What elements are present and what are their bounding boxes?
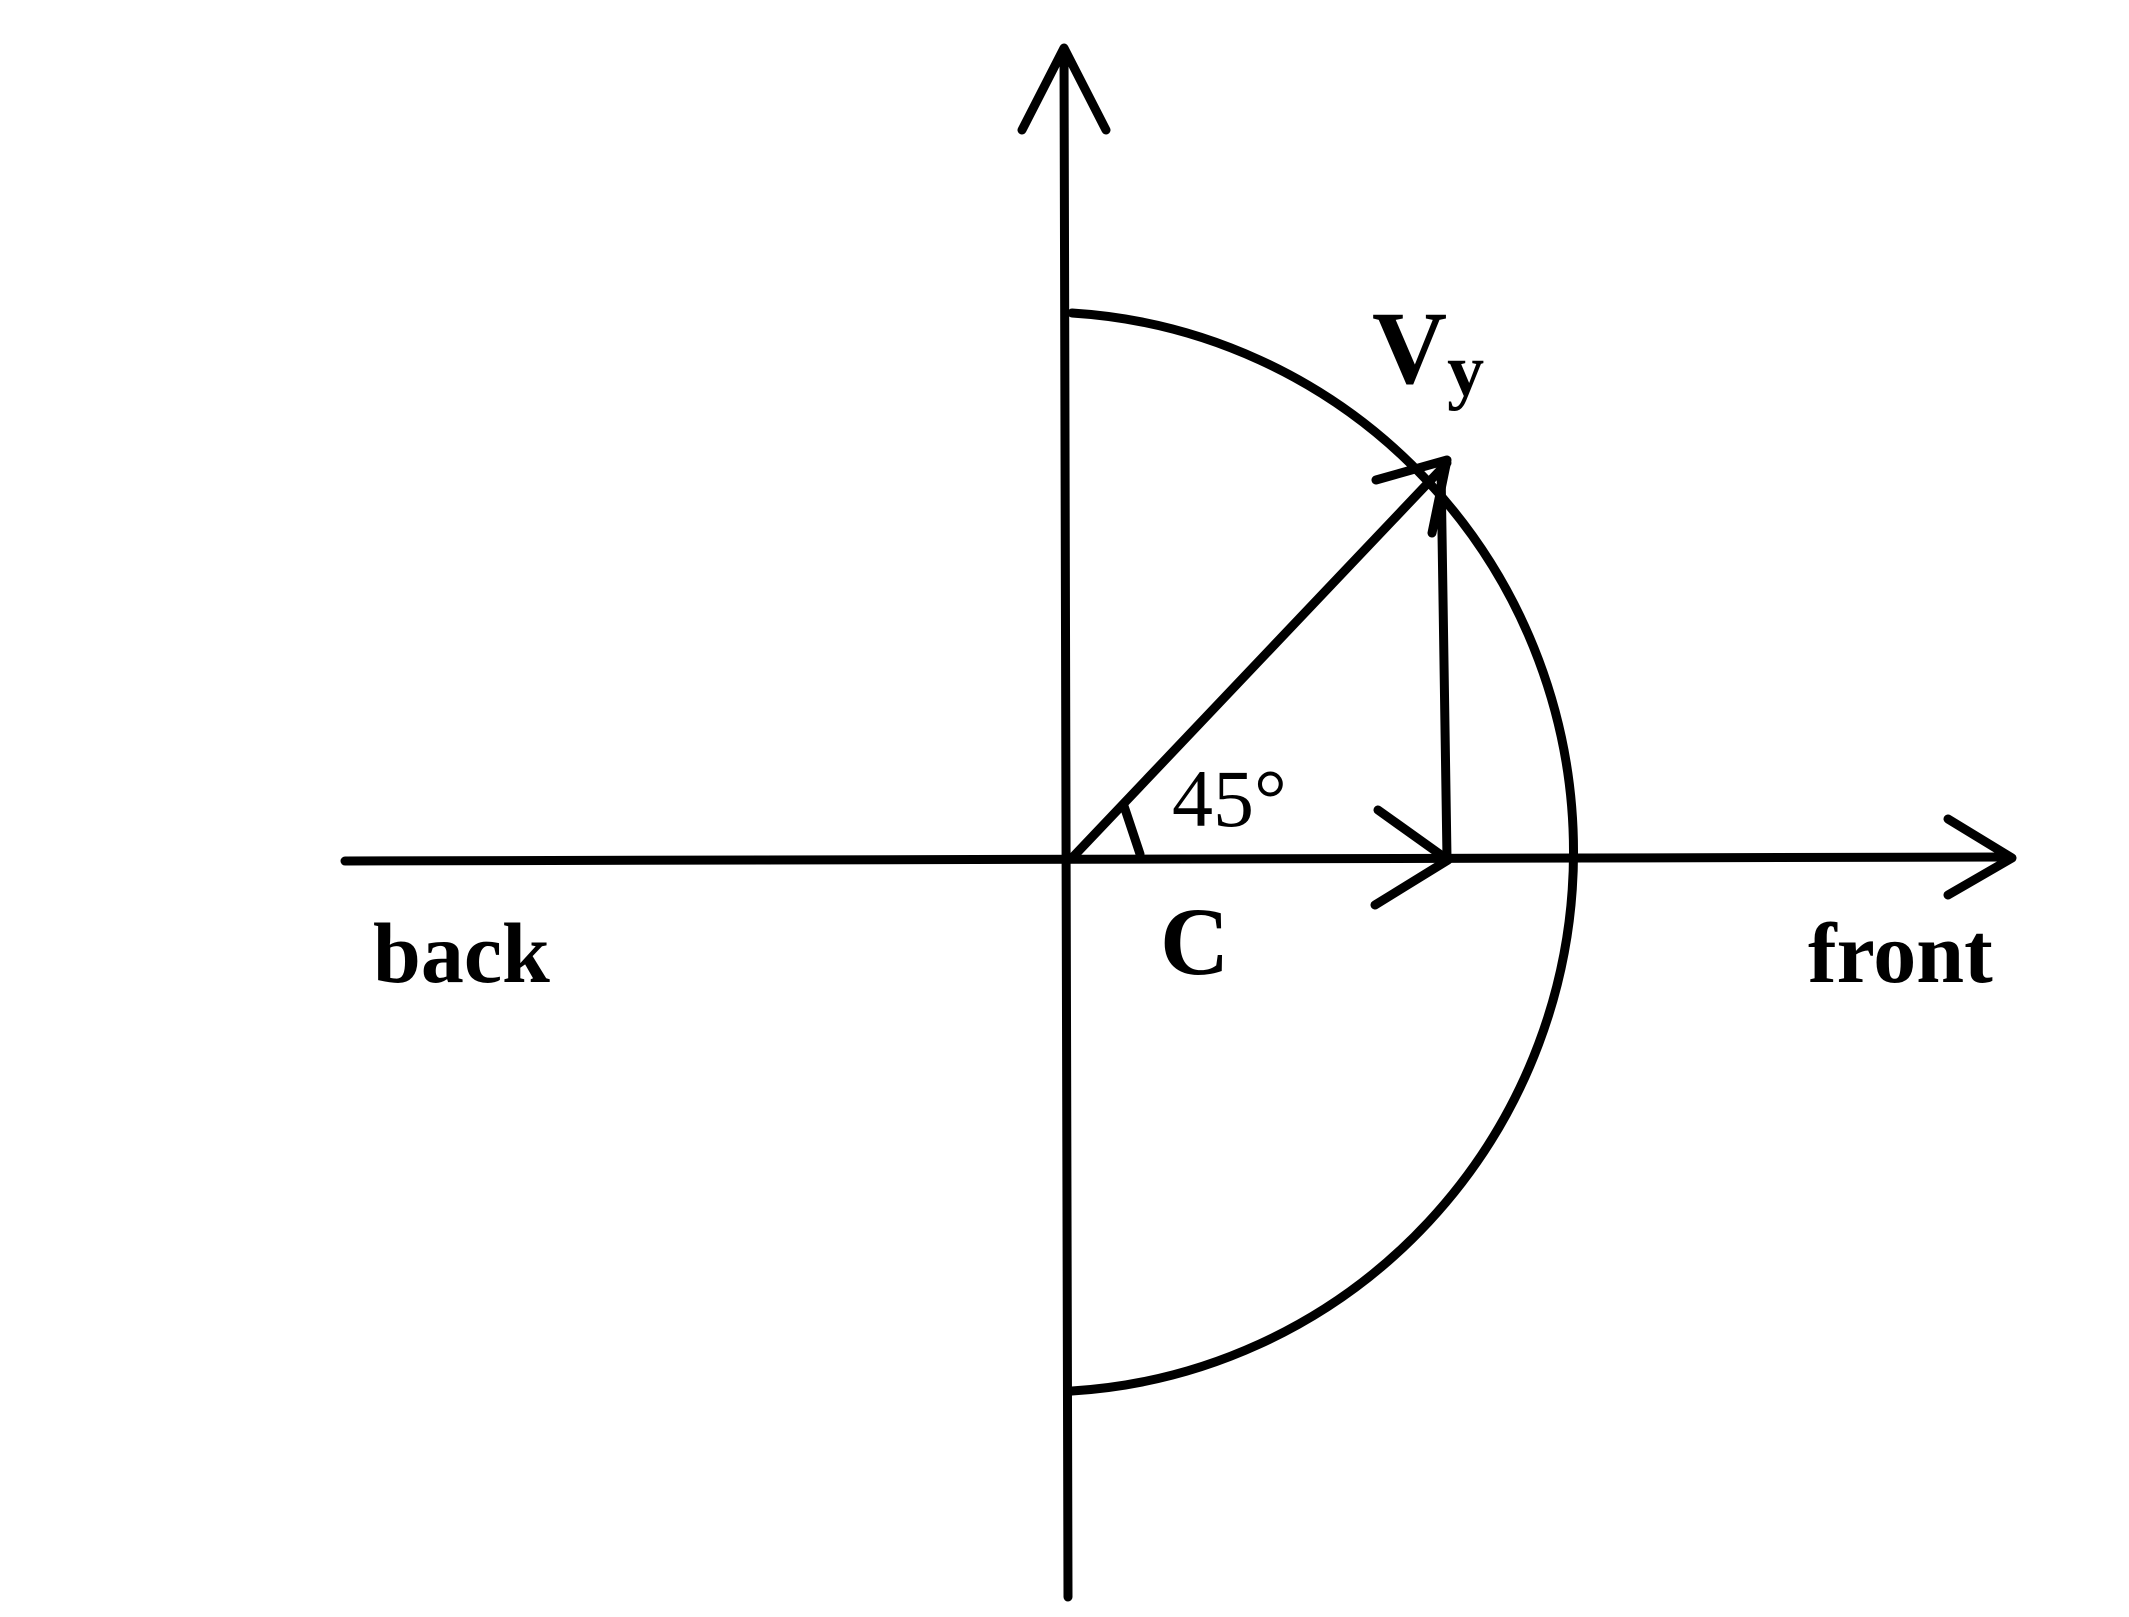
vertical-component-line bbox=[1436, 463, 1452, 863]
resultant-vector bbox=[1067, 458, 1452, 863]
semicircle-arc bbox=[1067, 308, 1578, 1396]
angle-marker bbox=[1119, 801, 1145, 859]
resultant-arrowhead bbox=[1371, 455, 1452, 538]
horizontal-axis bbox=[340, 852, 2015, 866]
vertical-axis bbox=[1059, 45, 1073, 1602]
vector-label-subscript: y bbox=[1447, 330, 1484, 412]
angle-label: 45° bbox=[1172, 753, 1287, 844]
back-label: back bbox=[373, 905, 550, 1001]
horizontal-component-arrowhead bbox=[1370, 805, 1453, 910]
front-arrowhead bbox=[1943, 814, 2017, 900]
vector-label-main: V bbox=[1372, 291, 1447, 406]
vertical-arrowhead bbox=[1017, 43, 1111, 135]
front-label: front bbox=[1808, 905, 1993, 1001]
vector-label: Vy bbox=[1372, 291, 1484, 412]
center-label: C bbox=[1160, 888, 1229, 995]
